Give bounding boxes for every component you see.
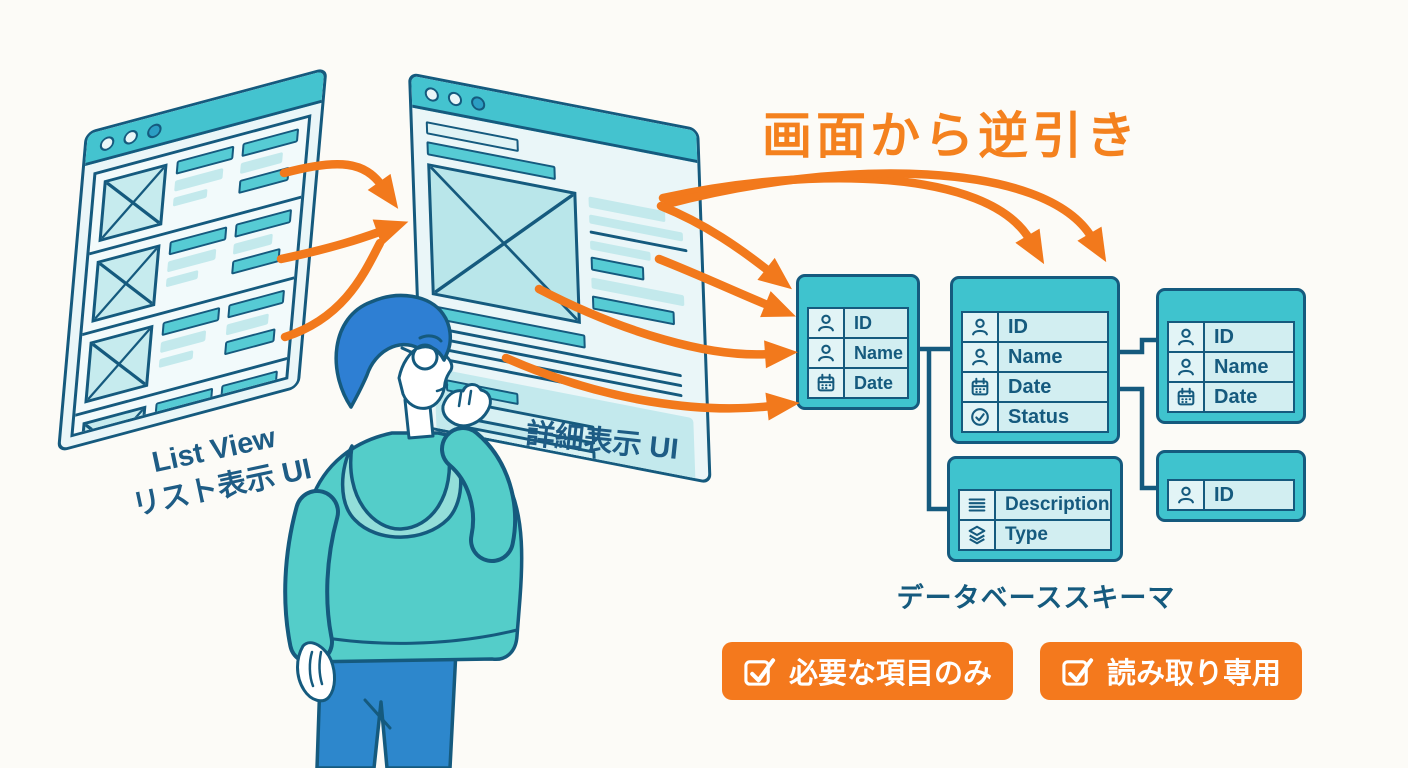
image-placeholder-icon — [84, 324, 154, 404]
schema-row: Description — [960, 491, 1110, 519]
calendar-icon — [809, 369, 845, 397]
schema-table-related: ID Name Date — [1156, 288, 1306, 424]
page-title: 画面から逆引き — [762, 108, 1140, 164]
schema-row: Type — [960, 519, 1110, 549]
badge-required-fields-only: 必要な項目のみ — [722, 642, 1014, 700]
calendar-icon — [1169, 383, 1205, 411]
schema-field-label: Name — [999, 343, 1107, 371]
window-dot-icon — [146, 121, 163, 140]
window-dot-icon — [470, 94, 486, 112]
person-icon — [809, 339, 845, 367]
badge-label: 必要な項目のみ — [789, 658, 993, 690]
schema-row: ID — [1169, 481, 1293, 509]
person-icon — [1169, 323, 1205, 351]
image-placeholder-icon — [91, 244, 161, 323]
schema-row: Name — [963, 341, 1107, 371]
schema-field-label: Date — [845, 369, 907, 397]
schema-row: Date — [1169, 381, 1293, 411]
schema-row: Name — [809, 337, 907, 367]
layers-icon — [960, 521, 996, 549]
text-bars — [588, 194, 690, 345]
schema-field-label: ID — [1205, 481, 1293, 509]
schema-table-list: ID Name Date — [796, 274, 920, 410]
schema-row: ID — [809, 309, 907, 337]
schema-table-main: ID Name Date Status — [950, 276, 1120, 444]
calendar-icon — [963, 373, 999, 401]
image-placeholder-icon — [427, 163, 581, 324]
schema-table-meta: Description Type — [947, 456, 1123, 562]
list-item-wireframe — [82, 195, 302, 334]
list-item-wireframe — [75, 276, 295, 414]
schema-row: Date — [963, 371, 1107, 401]
schema-row: ID — [963, 313, 1107, 341]
badge-read-only: 読み取り専用 — [1040, 642, 1303, 700]
check-circle-icon — [963, 403, 999, 431]
person-icon — [1169, 353, 1205, 381]
image-placeholder-icon — [77, 405, 147, 438]
schema-field-label: Status — [999, 403, 1107, 431]
window-dot-icon — [424, 85, 440, 103]
schema-field-label: Date — [1205, 383, 1293, 411]
list-item-wireframe — [90, 118, 309, 252]
schema-caption: データベーススキーマ — [896, 583, 1176, 613]
window-dot-icon — [447, 90, 463, 107]
list-content-frame — [70, 114, 312, 438]
person-icon — [963, 313, 999, 341]
schema-row: ID — [1169, 323, 1293, 351]
window-dot-icon — [122, 127, 139, 146]
schema-field-label: ID — [1205, 323, 1293, 351]
person-icon — [963, 343, 999, 371]
checkbox-checked-icon — [744, 657, 776, 686]
feature-badges: 必要な項目のみ 読み取り専用 — [722, 642, 1303, 700]
badge-label: 読み取り専用 — [1107, 658, 1282, 690]
schema-field-label: Name — [1205, 353, 1293, 381]
schema-field-label: ID — [845, 309, 907, 337]
checkbox-checked-icon — [1062, 657, 1094, 686]
schema-field-label: Name — [845, 339, 907, 367]
window-dot-icon — [99, 134, 115, 152]
schema-field-label: Description — [996, 491, 1110, 519]
schema-field-label: ID — [999, 313, 1107, 341]
person-icon — [1169, 481, 1205, 509]
image-placeholder-icon — [98, 163, 168, 243]
schema-row: Name — [1169, 351, 1293, 381]
schema-row: Date — [809, 367, 907, 397]
schema-row: Status — [963, 401, 1107, 431]
schema-table-reference: ID — [1156, 450, 1306, 522]
schema-field-label: Date — [999, 373, 1107, 401]
list-view-window — [56, 66, 328, 453]
schema-field-label: Type — [996, 521, 1110, 549]
text-lines-icon — [960, 491, 996, 519]
person-icon — [809, 309, 845, 337]
